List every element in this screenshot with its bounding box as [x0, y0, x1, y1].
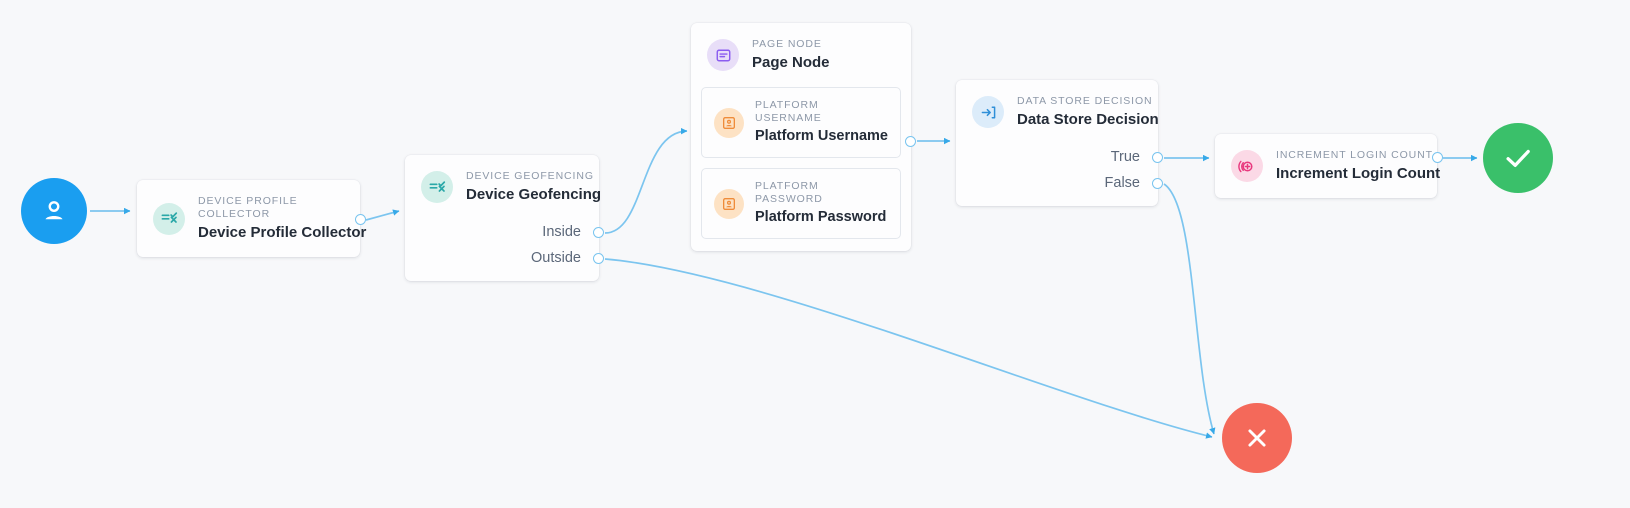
node-data-store-decision[interactable]: DATA STORE DECISION Data Store Decision …: [956, 80, 1163, 206]
node-title: Platform Username: [755, 128, 888, 144]
outcome-outside[interactable]: Outside: [531, 250, 581, 266]
login-arrow-icon: [972, 96, 1004, 128]
node-kicker: PAGE NODE: [752, 38, 822, 50]
outcome-connector-dot-outside[interactable]: [593, 253, 604, 264]
success-node[interactable]: [1483, 123, 1553, 193]
node-header: PAGE NODE Page Node: [691, 23, 911, 87]
page-icon: [707, 39, 739, 71]
node-title: Data Store Decision: [1017, 111, 1159, 128]
node-increment-login-count[interactable]: INCREMENT LOGIN COUNT Increment Login Co…: [1215, 134, 1443, 198]
edge-false-to-failure: [1163, 183, 1216, 435]
outcome-connector-dot-inside[interactable]: [593, 227, 604, 238]
node-device-geofencing[interactable]: DEVICE GEOFENCING Device Geofencing Insi…: [405, 155, 604, 281]
output-connector-dot[interactable]: [355, 214, 366, 225]
node-kicker: DEVICE GEOFENCING: [466, 170, 594, 182]
close-icon: [1248, 429, 1266, 447]
child-node-platform-username[interactable]: PLATFORM USERNAME Platform Username: [701, 87, 901, 158]
outcome-list: True False: [956, 144, 1158, 206]
edge-outside-to-failure: [604, 258, 1213, 439]
node-kicker: PLATFORM USERNAME: [755, 99, 822, 124]
outcome-true[interactable]: True: [1110, 149, 1140, 165]
node-header: DEVICE GEOFENCING Device Geofencing: [405, 155, 602, 219]
child-node-platform-password[interactable]: PLATFORM PASSWORD Platform Password: [701, 168, 901, 239]
node-title: Device Profile Collector: [198, 224, 367, 241]
outcome-list: Inside Outside: [405, 219, 599, 281]
node-title: Platform Password: [755, 209, 887, 225]
node-header: INCREMENT LOGIN COUNT Increment Login Co…: [1215, 134, 1441, 198]
user-icon: [45, 201, 63, 220]
node-kicker: INCREMENT LOGIN COUNT: [1276, 149, 1433, 161]
node-title: Increment Login Count: [1276, 165, 1441, 182]
id-card-icon: [714, 107, 744, 138]
failure-node[interactable]: [1222, 403, 1292, 473]
check-icon: [1506, 149, 1530, 167]
equals-check-x-icon: [153, 202, 185, 235]
circle-plus-icon: [1231, 150, 1263, 182]
node-kicker: DEVICE PROFILE COLLECTOR: [198, 195, 298, 220]
outcome-connector-dot-true[interactable]: [1152, 152, 1163, 163]
start-node[interactable]: [21, 178, 87, 244]
node-title: Device Geofencing: [466, 186, 602, 203]
output-connector-dot[interactable]: [905, 136, 916, 147]
node-header: DEVICE PROFILE COLLECTOR Device Profile …: [137, 180, 366, 257]
edge-inside-to-page: [604, 127, 688, 234]
node-page-node[interactable]: PAGE NODE Page Node PLATFORM USERNA: [691, 23, 916, 251]
id-card-icon: [714, 188, 744, 219]
outcome-false[interactable]: False: [1104, 175, 1140, 191]
node-kicker: DATA STORE DECISION: [1017, 95, 1153, 107]
node-header: DATA STORE DECISION Data Store Decision: [956, 80, 1159, 144]
node-kicker: PLATFORM PASSWORD: [755, 180, 823, 205]
outcome-connector-dot-false[interactable]: [1152, 178, 1163, 189]
page-node-children: PLATFORM USERNAME Platform Username: [691, 87, 911, 239]
outcome-inside[interactable]: Inside: [542, 224, 581, 240]
output-connector-dot[interactable]: [1432, 152, 1443, 163]
node-header: PLATFORM PASSWORD Platform Password: [702, 169, 900, 238]
node-title: Page Node: [752, 54, 830, 71]
equals-check-x-icon: [421, 171, 453, 203]
edge-dpc-to-geofencing: [365, 209, 400, 221]
node-header: PLATFORM USERNAME Platform Username: [702, 88, 900, 157]
node-device-profile-collector[interactable]: DEVICE PROFILE COLLECTOR Device Profile …: [137, 180, 366, 257]
